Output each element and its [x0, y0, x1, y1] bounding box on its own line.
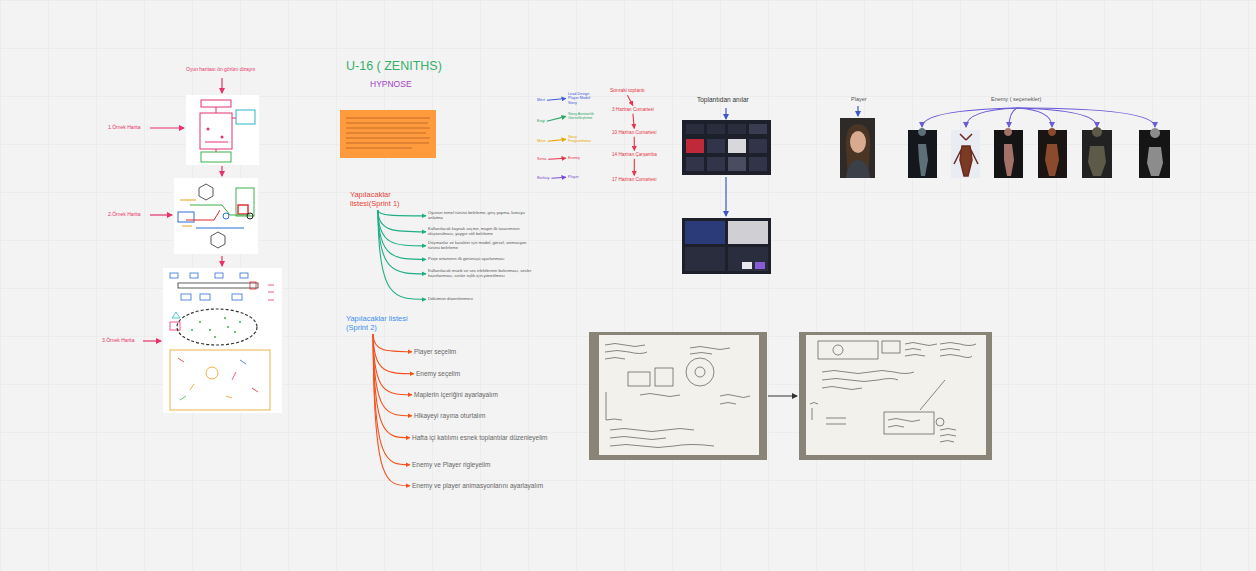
connector-arrow — [378, 210, 426, 232]
node-text: Kullanılacak müzik ve ses efektlerinin b… — [428, 269, 536, 279]
node-text: Maplerin içeriğini ayarlayalım — [414, 391, 498, 398]
connector-arrow — [548, 158, 566, 159]
text-node: 14 Haziran Çarşamba — [612, 152, 657, 157]
text-node: Maplerin içeriğini ayarlayalım — [414, 391, 498, 398]
text-node: Player seçelim — [414, 348, 456, 355]
board-title: U-16 ( ZENITHS) — [346, 59, 442, 73]
node-text: Ezgi — [537, 119, 545, 124]
board-label: 1.Örnek Harita — [108, 125, 141, 131]
connector-arrow — [378, 210, 426, 259]
connector-arrow — [627, 95, 633, 105]
node-text: 10 Haziran Cumartesi — [612, 130, 656, 135]
connector-arrow — [547, 99, 566, 101]
node-text: Proje ortamının ilk görünüşü ayarlanması — [428, 257, 536, 262]
text-node: Sena — [537, 157, 546, 162]
text-node: Ezgi — [537, 119, 545, 124]
node-text: Düşmanlar ve karakter için model, görsel… — [428, 241, 536, 251]
board-label: 2.Örnek Harita — [108, 212, 141, 218]
text-node: 10 Haziran Cumartesi — [612, 130, 656, 135]
board-label: 3.Örnek Harita — [102, 338, 135, 344]
node-text: 14 Haziran Çarşamba — [612, 152, 657, 157]
text-node: Hafta içi katılımı esnek toplantılar düz… — [412, 434, 547, 441]
node-text: 17 Haziran Cumartesi — [612, 177, 656, 182]
board-label: Enemy ( seçenekler) — [991, 96, 1041, 102]
connector-arrow — [633, 114, 634, 129]
node-text: Mert — [537, 98, 545, 103]
connector-arrow — [378, 210, 426, 274]
connector-arrow — [373, 334, 412, 394]
connector-arrow — [373, 334, 412, 415]
connector-arrow — [373, 334, 410, 485]
connector-arrow — [634, 137, 635, 151]
text-node: Enemy ve Player rigleyelim — [412, 461, 490, 468]
node-text: Yapılacaklar listesi(Sprint 1) — [350, 191, 420, 208]
connector-arrow — [378, 210, 426, 299]
connector-arrow — [378, 210, 426, 216]
text-node: Oyunun temel türünü belirleme, giriş yap… — [428, 211, 536, 221]
node-text: Lead Design Player Model Story — [568, 92, 598, 105]
text-node: Enemy — [568, 156, 598, 160]
text-node: Enemy seçelim — [416, 370, 460, 377]
node-text: Story Asistanlık Görselleştirme — [568, 112, 598, 121]
node-text: 3 Haziran Cumartesi — [612, 107, 654, 112]
node-text: Enemy ve player animasyonlarını ayarlaya… — [412, 482, 543, 489]
text-node: Story Programlama — [568, 135, 598, 144]
text-node: Story Asistanlık Görselleştirme — [568, 112, 598, 121]
text-node: Düşmanlar ve karakter için model, görsel… — [428, 241, 536, 251]
text-node: Lead Design Player Model Story — [568, 92, 598, 105]
connector-arrow — [373, 334, 414, 373]
node-text: Dökümün düzenlenmesi — [428, 297, 536, 302]
node-text: Story Programlama — [568, 135, 598, 144]
connector-arrow — [634, 159, 635, 176]
board-label: Player — [851, 96, 867, 102]
node-text: Player — [568, 175, 598, 179]
node-text: Player seçelim — [414, 348, 456, 355]
node-text: Berkay — [537, 176, 549, 181]
node-text: Yapılacaklar listesi (Sprint 2) — [346, 315, 414, 332]
board-label: Oyun haritası ön görüm dizaynı — [186, 67, 255, 73]
text-node: Hikayeyi rayına oturtalım — [414, 412, 486, 419]
node-text: Enemy seçelim — [416, 370, 460, 377]
connector-arrow — [548, 139, 566, 141]
node-text: Oyunun temel türünü belirleme, giriş yap… — [428, 211, 536, 221]
node-text: Sena — [537, 157, 546, 162]
text-node: Mert — [537, 98, 545, 103]
node-text: Kullanılacak kaynak seçme, mapin ilk tas… — [428, 227, 536, 237]
node-text: Hafta içi katılımı esnek toplantılar düz… — [412, 434, 547, 441]
text-node: Berkay — [537, 176, 549, 181]
text-node: Mine — [537, 139, 546, 144]
connector-arrow — [547, 116, 566, 121]
text-node: 3 Haziran Cumartesi — [612, 107, 654, 112]
board-label: HYPNOSE — [370, 80, 412, 90]
connector-arrow — [373, 334, 410, 437]
text-node: Dökümün düzenlenmesi — [428, 297, 536, 302]
text-node: Proje ortamının ilk görünüşü ayarlanması — [428, 257, 536, 262]
text-node: Kullanılacak müzik ve ses efektlerinin b… — [428, 269, 536, 279]
text-node: Sonraki toplantı — [610, 88, 645, 94]
connector-arrow — [373, 334, 412, 351]
board-label: Toplantıdan anılar — [697, 96, 749, 103]
node-text: Enemy — [568, 156, 598, 160]
text-node: Yapılacaklar listesi(Sprint 1) — [350, 191, 420, 208]
text-node: Kullanılacak kaynak seçme, mapin ilk tas… — [428, 227, 536, 237]
text-node: 17 Haziran Cumartesi — [612, 177, 656, 182]
node-text: Enemy ve Player rigleyelim — [412, 461, 490, 468]
node-text: Sonraki toplantı — [610, 88, 645, 94]
text-node: Enemy ve player animasyonlarını ayarlaya… — [412, 482, 543, 489]
text-node: Yapılacaklar listesi (Sprint 2) — [346, 315, 414, 332]
connector-arrow — [551, 177, 566, 178]
connector-arrow — [373, 334, 410, 464]
connector-arrow — [378, 210, 426, 246]
node-text: Mine — [537, 139, 546, 144]
text-node: Player — [568, 175, 598, 179]
node-text: Hikayeyi rayına oturtalım — [414, 412, 486, 419]
